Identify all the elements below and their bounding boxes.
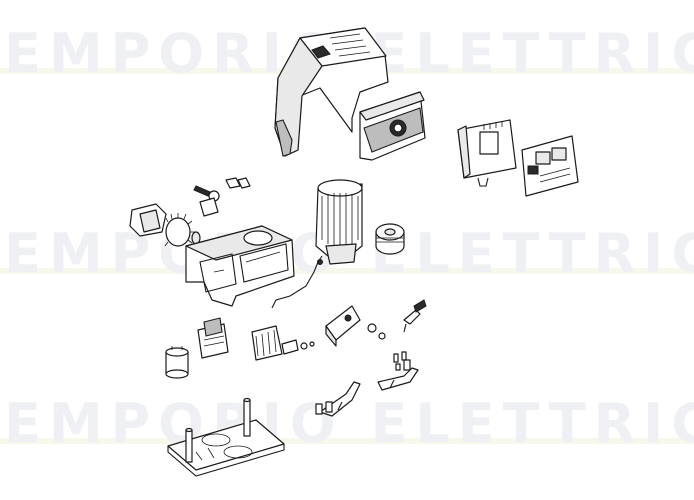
- capacitor[interactable]: [165, 346, 189, 379]
- screw-set[interactable]: [193, 177, 251, 217]
- top-cover[interactable]: [274, 27, 389, 157]
- limit-cam-left[interactable]: [315, 381, 361, 417]
- control-board[interactable]: [457, 119, 517, 187]
- foundation-plate[interactable]: [167, 397, 285, 477]
- encoder-bracket[interactable]: [325, 305, 386, 347]
- side-cover[interactable]: [359, 91, 426, 161]
- terminal-card[interactable]: [521, 135, 579, 197]
- wiring-harness[interactable]: [271, 255, 323, 309]
- motor-rotor[interactable]: [251, 325, 315, 361]
- motor-stator[interactable]: [315, 179, 363, 265]
- gearmotor-housing[interactable]: [185, 225, 295, 307]
- limit-cam-right[interactable]: [377, 359, 419, 391]
- worm-screw[interactable]: [375, 223, 405, 255]
- drive-gear[interactable]: [164, 213, 201, 247]
- transformer[interactable]: [197, 317, 229, 359]
- release-lever[interactable]: [403, 299, 427, 333]
- release-cover[interactable]: [129, 203, 167, 237]
